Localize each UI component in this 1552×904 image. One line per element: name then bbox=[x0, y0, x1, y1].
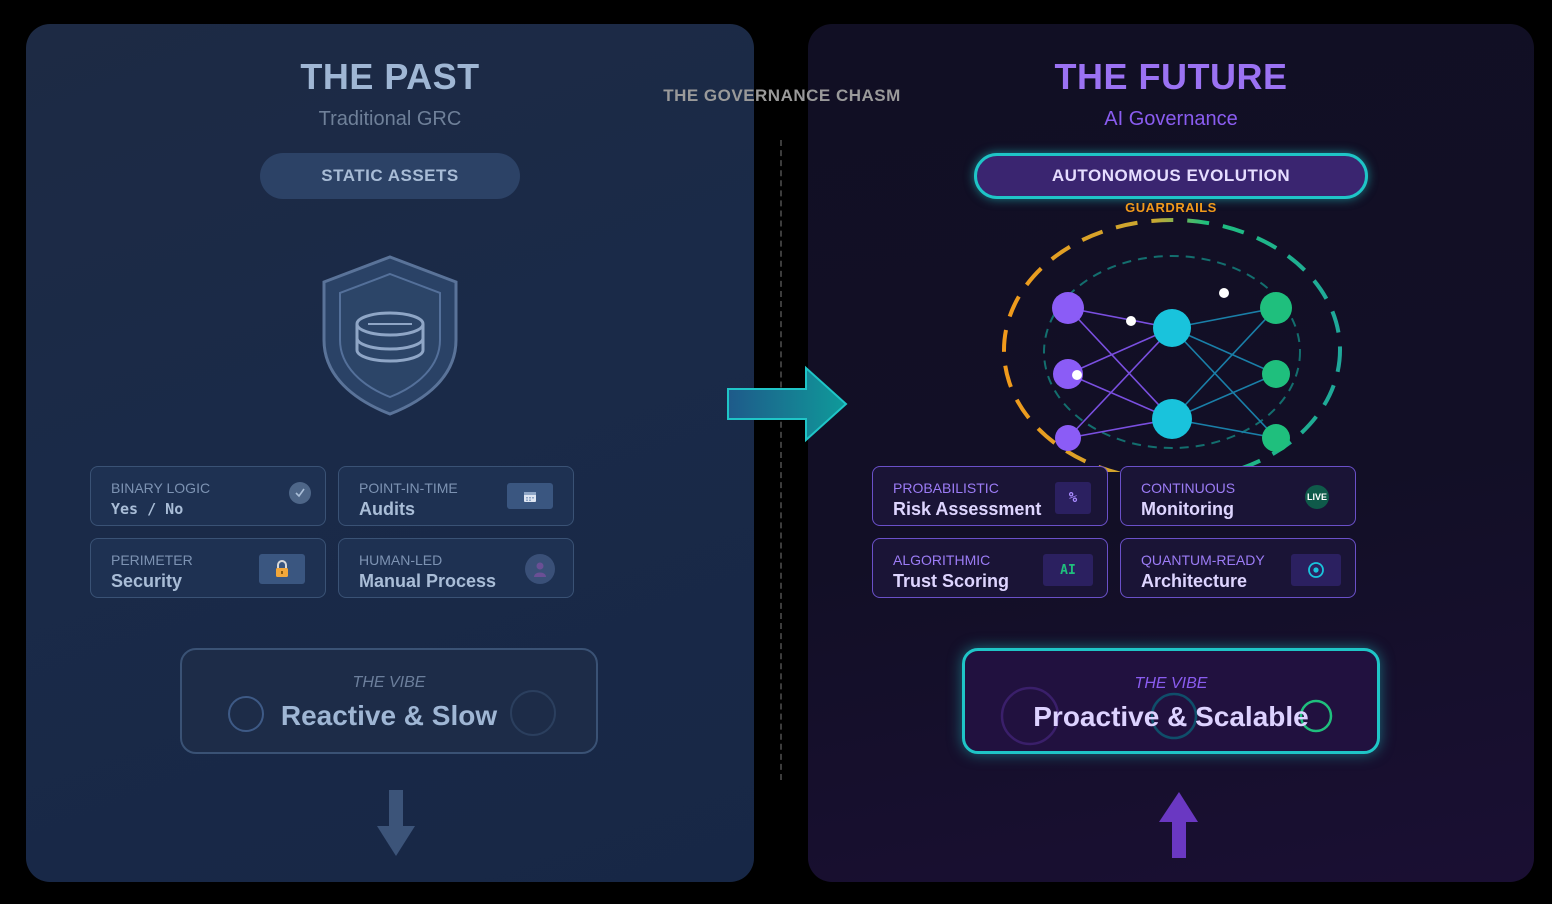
ai-badge: AI bbox=[1043, 554, 1093, 586]
autonomous-evolution-pill: AUTONOMOUS EVOLUTION bbox=[974, 153, 1368, 199]
card-value: Audits bbox=[359, 499, 415, 519]
lock-icon bbox=[259, 554, 305, 584]
card-algorithmic: ALGORITHMIC Trust Scoring AI bbox=[872, 538, 1108, 598]
card-quantum-ready: QUANTUM-READY Architecture bbox=[1120, 538, 1356, 598]
card-kicker: PROBABILISTIC bbox=[893, 480, 999, 496]
ring-decoration bbox=[228, 696, 264, 732]
ring-decoration bbox=[1000, 686, 1060, 746]
card-kicker: CONTINUOUS bbox=[1141, 480, 1236, 496]
neural-network-icon bbox=[1002, 218, 1342, 472]
card-kicker: HUMAN-LED bbox=[359, 552, 443, 568]
vibe-kicker: THE VIBE bbox=[1134, 675, 1208, 692]
card-kicker: ALGORITHMIC bbox=[893, 552, 991, 568]
card-kicker: PERIMETER bbox=[111, 552, 193, 568]
card-probabilistic: PROBABILISTIC Risk Assessment % bbox=[872, 466, 1108, 526]
live-badge: LIVE bbox=[1305, 485, 1329, 509]
past-vibe-box: THE VIBE Reactive & Slow bbox=[180, 648, 598, 754]
vibe-kicker: THE VIBE bbox=[352, 674, 426, 691]
target-icon bbox=[1291, 554, 1341, 586]
future-panel: THE FUTURE AI Governance AUTONOMOUS EVOL… bbox=[808, 24, 1534, 882]
card-kicker: BINARY LOGIC bbox=[111, 480, 211, 496]
calendar-icon bbox=[507, 483, 553, 509]
shield-database-icon bbox=[322, 255, 458, 416]
card-value: Manual Process bbox=[359, 571, 497, 591]
static-assets-pill: STATIC ASSETS bbox=[260, 153, 520, 199]
guardrails-label: GUARDRAILS bbox=[1125, 200, 1217, 215]
future-subtitle: AI Governance bbox=[1104, 108, 1238, 130]
card-human-led: HUMAN-LED Manual Process bbox=[338, 538, 574, 598]
chasm-divider bbox=[780, 140, 782, 780]
vibe-value: Reactive & Slow bbox=[280, 700, 498, 731]
card-value: Security bbox=[111, 571, 183, 591]
past-title: THE PAST bbox=[300, 56, 480, 97]
arrow-down-icon bbox=[377, 790, 415, 856]
card-binary-logic: BINARY LOGIC Yes / No bbox=[90, 466, 326, 526]
future-vibe-box: THE VIBE Proactive & Scalable bbox=[962, 648, 1380, 754]
card-kicker: POINT-IN-TIME bbox=[359, 480, 458, 496]
arrow-up-icon bbox=[1159, 792, 1198, 858]
check-icon bbox=[289, 482, 311, 504]
ring-decoration bbox=[1150, 692, 1198, 740]
future-title: THE FUTURE bbox=[1054, 56, 1288, 97]
past-subtitle: Traditional GRC bbox=[318, 108, 462, 130]
card-value: Monitoring bbox=[1141, 499, 1234, 519]
card-value: Risk Assessment bbox=[893, 499, 1042, 519]
card-kicker: QUANTUM-READY bbox=[1141, 552, 1265, 568]
ring-decoration bbox=[1299, 699, 1333, 733]
card-value: Yes / No bbox=[111, 500, 184, 518]
ring-decoration bbox=[510, 690, 556, 736]
card-perimeter: PERIMETER Security bbox=[90, 538, 326, 598]
card-point-in-time: POINT-IN-TIME Audits bbox=[338, 466, 574, 526]
transition-arrow-icon bbox=[727, 365, 848, 443]
percent-icon: % bbox=[1055, 482, 1091, 514]
card-continuous: CONTINUOUS Monitoring LIVE bbox=[1120, 466, 1356, 526]
card-value: Trust Scoring bbox=[893, 571, 1010, 591]
past-panel: THE PAST Traditional GRC STATIC ASSETS B… bbox=[26, 24, 754, 882]
person-icon bbox=[525, 554, 555, 584]
vibe-value: Proactive & Scalable bbox=[1033, 701, 1309, 732]
chasm-label: THE GOVERNANCE CHASM bbox=[663, 86, 901, 105]
card-value: Architecture bbox=[1141, 571, 1248, 591]
